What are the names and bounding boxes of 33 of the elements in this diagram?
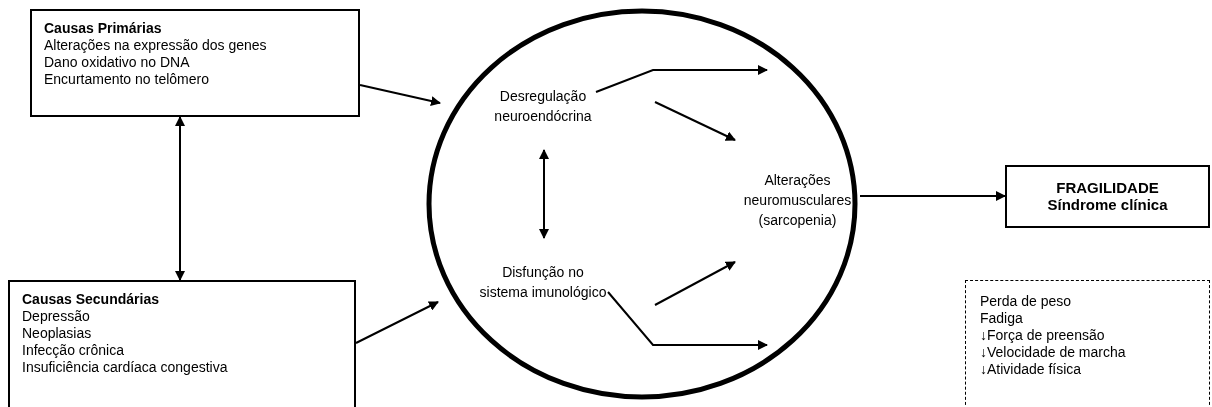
list-item: Depressão xyxy=(22,308,91,325)
list-item: Encurtamento no telômero xyxy=(44,71,210,88)
text-box xyxy=(30,9,360,117)
list-item: ↓Velocidade de marcha xyxy=(980,344,1127,361)
list-item: Infecção crônica xyxy=(22,342,125,359)
node-label: Alterações neuromusculares (sarcopenia) xyxy=(735,135,860,265)
text-box xyxy=(1005,165,1210,228)
arrow xyxy=(654,261,736,306)
list-item: ↓Atividade física xyxy=(980,361,1083,378)
arrow xyxy=(607,291,768,350)
list-item: Neoplasias xyxy=(22,325,93,342)
node-label: Disfunção no sistema imunológico xyxy=(478,238,655,350)
heading: Causas Secundárias xyxy=(22,291,160,308)
heading: Causas Primárias xyxy=(44,20,163,37)
list-item: Dano oxidativo no DNA xyxy=(44,54,191,71)
double-headed-arrow xyxy=(539,149,549,239)
subheading: Síndrome clínica xyxy=(1046,196,1169,213)
list-item: Insuficiência cardíaca congestiva xyxy=(22,359,229,376)
arrow xyxy=(359,84,441,106)
ellipse xyxy=(426,8,858,400)
arrow xyxy=(654,101,736,141)
arrow xyxy=(859,191,1006,201)
dashed-text-box xyxy=(965,280,1210,407)
list-item: Fadiga xyxy=(980,310,1024,327)
arrow xyxy=(595,65,768,93)
list-item: Alterações na expressão dos genes xyxy=(44,37,268,54)
text-box xyxy=(8,280,356,407)
double-headed-arrow xyxy=(175,116,185,281)
node-label: Desregulação neuroendócrina xyxy=(468,64,655,150)
arrow xyxy=(355,301,439,344)
heading: FRAGILIDADE xyxy=(1055,179,1160,196)
list-item: ↓Força de preensão xyxy=(980,327,1106,344)
list-item: Perda de peso xyxy=(980,293,1073,310)
